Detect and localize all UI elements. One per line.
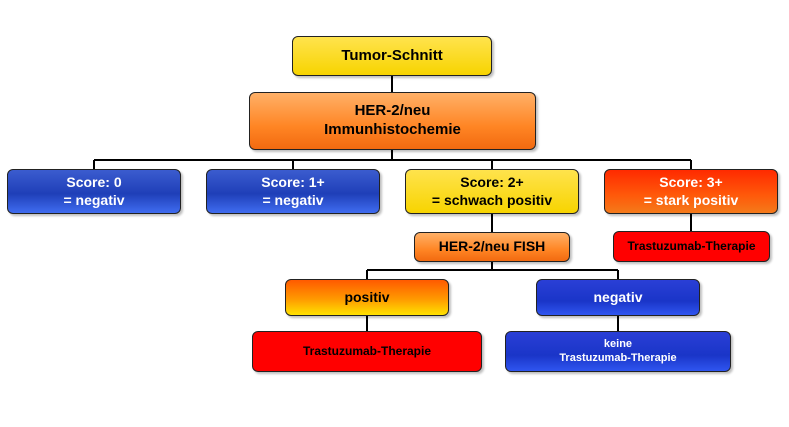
node-therapy-positive: Trastuzumab-Therapie [252, 331, 482, 372]
node-label-line2: Trastuzumab-Therapie [559, 351, 677, 364]
node-score-3: Score: 3+ = stark positiv [604, 169, 778, 214]
node-her2-fish: HER-2/neu FISH [414, 232, 570, 262]
node-her2-ihc: HER-2/neu Immunhistochemie [249, 92, 536, 150]
node-label: Trastuzumab-Therapie [302, 344, 432, 358]
node-score-2: Score: 2+ = schwach positiv [405, 169, 579, 214]
node-label-line1: Score: 0 [66, 174, 122, 190]
node-label: Tumor-Schnitt [341, 46, 443, 64]
node-label-line2: = schwach positiv [431, 191, 553, 208]
node-label-line1: keine [603, 337, 633, 350]
node-label: HER-2/neu FISH [438, 238, 546, 255]
node-therapy-score3: Trastuzumab-Therapie [613, 231, 770, 262]
node-no-therapy: keine Trastuzumab-Therapie [505, 331, 731, 372]
node-score-0: Score: 0 = negativ [7, 169, 181, 214]
node-label-line1: Score: 1+ [261, 174, 325, 190]
node-fish-negative: negativ [536, 279, 700, 316]
node-label-line2: = stark positiv [643, 191, 739, 208]
node-label-line1: Score: 2+ [460, 174, 524, 190]
node-label-line1: HER-2/neu [354, 102, 431, 120]
node-score-1: Score: 1+ = negativ [206, 169, 380, 214]
node-tumor-schnitt: Tumor-Schnitt [292, 36, 492, 76]
node-label-line1: Score: 3+ [659, 174, 723, 190]
node-label: positiv [344, 288, 390, 305]
node-label: negativ [593, 288, 643, 305]
node-label-line2: = negativ [63, 191, 125, 208]
node-fish-positive: positiv [285, 279, 449, 316]
node-label-line2: = negativ [262, 191, 324, 208]
node-label: Trastuzumab-Therapie [627, 239, 756, 253]
node-label-line2: Immunhistochemie [324, 121, 461, 138]
